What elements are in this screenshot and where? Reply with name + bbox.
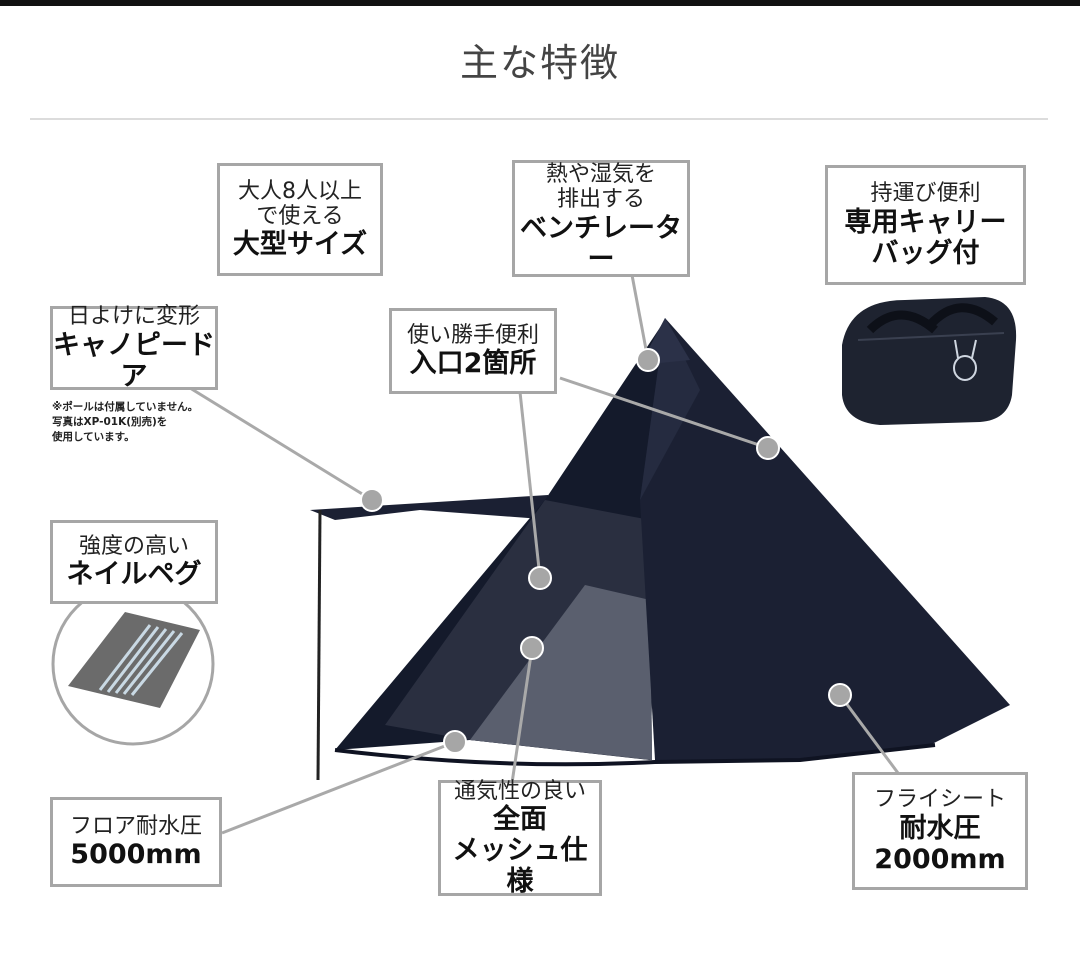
feature-ventilator-line2: 排出する: [556, 187, 645, 213]
feature-size-line1: 大人8人以上: [238, 178, 362, 204]
tent-body: [310, 318, 1010, 781]
canopy-note-line3: 使用しています。: [52, 431, 135, 443]
canopy-note: ※ポールは付属していません。 写真はXP-01K(別売)を 使用しています。: [52, 400, 198, 445]
feature-size-box: 大人8人以上 で使える 大型サイズ: [217, 163, 383, 276]
feature-ventilator-box: 熱や湿気を 排出する ベンチレーター: [512, 160, 690, 277]
rabbit-logo-icon: [953, 339, 977, 381]
feature-flysheet-line1: フライシート: [873, 787, 1006, 813]
feature-pegs-box: 強度の高い ネイルペグ: [50, 520, 218, 604]
feature-mesh-line2: 全面: [493, 804, 547, 836]
feature-size-line3: 大型サイズ: [232, 229, 368, 261]
callout-lines: [189, 274, 900, 835]
feature-ventilator-line3: ベンチレーター: [520, 212, 682, 275]
feature-pegs-line1: 強度の高い: [78, 533, 189, 559]
peg-bundle-icon: [51, 582, 215, 746]
feature-floor-box: フロア耐水圧 5000mm: [50, 797, 222, 887]
feature-floor-line1: フロア耐水圧: [69, 813, 202, 839]
feature-ventilator-line1: 熱や湿気を: [545, 162, 656, 188]
feature-entrance-line1: 使い勝手便利: [406, 322, 539, 348]
page-title: 主な特徴: [459, 41, 620, 85]
callout-dots: [360, 348, 852, 754]
feature-entrance-box: 使い勝手便利 入口2箇所: [389, 308, 557, 394]
feature-carry-bag-line3: バッグ付: [871, 237, 980, 269]
feature-carry-bag-line1: 持運び便利: [870, 181, 981, 207]
feature-floor-line2: 5000mm: [70, 839, 202, 871]
feature-mesh-line3: メッシュ仕様: [452, 835, 588, 898]
feature-mesh-box: 通気性の良い 全面 メッシュ仕様: [438, 778, 602, 898]
feature-entrance-line2: 入口2箇所: [409, 348, 537, 380]
feature-flysheet-line2: 耐水圧: [899, 812, 981, 844]
feature-flysheet-box: フライシート 耐水圧 2000mm: [852, 772, 1028, 890]
feature-canopy-box: 日よけに変形 キャノピードア: [50, 304, 218, 392]
duffel-bag-icon: [842, 297, 1017, 425]
feature-pegs-line2: ネイルペグ: [66, 559, 202, 591]
feature-mesh-line1: 通気性の良い: [453, 778, 586, 804]
feature-carry-bag-box: 持運び便利 専用キャリー バッグ付: [825, 165, 1026, 285]
feature-canopy-line1: 日よけに変形: [67, 304, 200, 330]
canopy-note-line1: ※ポールは付属していません。: [52, 401, 199, 413]
feature-size-line2: で使える: [256, 203, 344, 229]
title-divider: [30, 118, 1048, 120]
feature-canopy-line2: キャノピードア: [53, 329, 215, 392]
feature-flysheet-line3: 2000mm: [874, 843, 1006, 875]
canopy-note-line2: 写真はXP-01K(別売)を: [52, 416, 168, 428]
feature-carry-bag-line2: 専用キャリー: [844, 206, 1007, 238]
top-bar: [0, 0, 1080, 6]
